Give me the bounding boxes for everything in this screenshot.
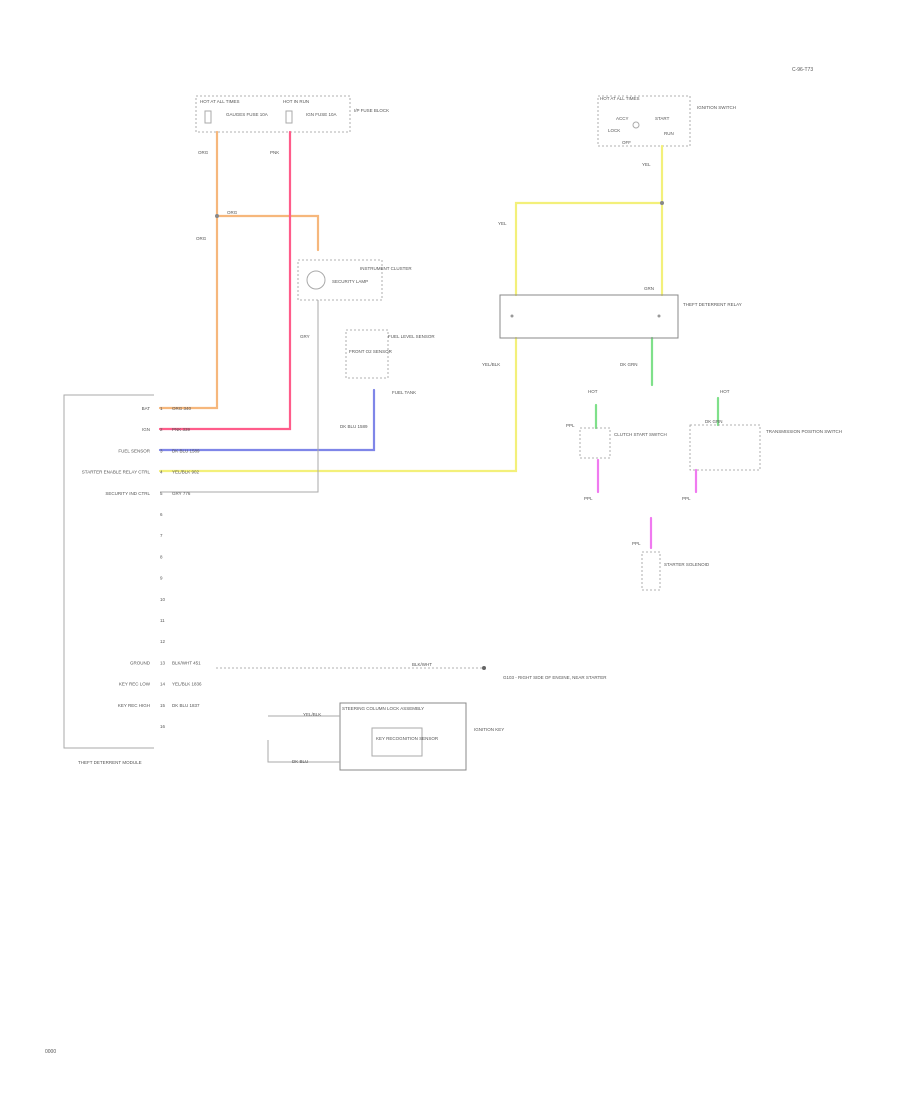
ecm-pin: 3 <box>160 448 163 453</box>
fuse-block: HOT AT ALL TIMES HOT IN RUN GAUGES FUSE … <box>195 95 389 133</box>
key-sensor-label: KEY RECOGNITION SENSOR <box>376 736 439 741</box>
steering-column-lock: STEERING COLUMN LOCK ASSEMBLY KEY RECOGN… <box>267 702 504 771</box>
ecm-wire-label: YEL/BLK 1836 <box>172 682 202 687</box>
ign-term-accy: ACCY <box>616 116 629 121</box>
cluster-label: INSTRUMENT CLUSTER <box>360 266 412 271</box>
ignition-switch-block: HOT AT ALL TIMES IGNITION SWITCH LOCK AC… <box>597 95 736 147</box>
wire-org <box>158 130 219 410</box>
clutch-label: CLUTCH START SWITCH <box>614 432 667 437</box>
ecm-pin: 10 <box>160 597 166 602</box>
ecm-pin-label: BAT <box>142 406 151 411</box>
wl-blu: DK BLU 1589 <box>340 424 368 429</box>
wl-org-left: ORG <box>196 236 207 241</box>
trans-hot: HOT <box>720 389 730 394</box>
ignition-header: HOT AT ALL TIMES <box>600 96 640 101</box>
ground-note: G103 - RIGHT SIDE OF ENGINE, NEAR STARTE… <box>503 675 607 680</box>
ecm-wire-label: DK BLU 1837 <box>172 703 200 708</box>
ecm-pin: 14 <box>160 682 166 687</box>
fuse-right-desc: IGN FUSE 10A <box>306 112 337 117</box>
clutch-switch: HOT PPL CLUTCH START SWITCH PPL <box>566 389 667 501</box>
ecm-pin: 7 <box>160 533 163 538</box>
steer-wire-b: DK BLU <box>292 759 308 764</box>
trans-label: TRANSMISSION POSITION SWITCH <box>766 429 842 434</box>
wl-gry: GRY <box>300 334 310 339</box>
ecm-wire-label: GRY 776 <box>172 491 191 496</box>
ecm-pin: 9 <box>160 576 163 581</box>
wire-blu <box>158 388 376 452</box>
ecm-pin: 8 <box>160 554 163 559</box>
wire-pnk <box>158 130 292 431</box>
security-lamp-label: SECURITY LAMP <box>332 279 368 284</box>
ecm-wire-label: ORG 340 <box>172 406 192 411</box>
ecm-wire-label: DK BLU 1589 <box>172 448 200 453</box>
ecm-pin-label: SECURITY IND CTRL <box>105 491 150 496</box>
ecm-module: 1 BAT ORG 340 2 IGN PNK 339 3 FUEL SENSOR DK BLU… <box>63 394 202 765</box>
fuse-left-desc: GAUGES FUSE 10A <box>226 112 268 117</box>
ecm-pin: 16 <box>160 724 166 729</box>
theft-relay-label: THEFT DETERRENT RELAY <box>683 302 742 307</box>
fuse-right-header: HOT IN RUN <box>283 99 309 104</box>
wl-yel-blk: YEL/BLK <box>482 362 500 367</box>
ground-wire-label: BLK/WHT <box>412 662 432 667</box>
ecm-pin: 15 <box>160 703 166 708</box>
starter-wire: PPL <box>632 541 641 546</box>
ign-term-start: START <box>655 116 670 121</box>
ecm-pin-label: IGN <box>142 427 150 432</box>
fuel-sensor: FRONT O2 SENSOR FUEL LEVEL SENSOR FUEL T… <box>345 329 435 395</box>
ecm-wire-label: BLK/WHT 451 <box>172 660 201 665</box>
wire-gry <box>160 300 319 493</box>
steering-header: STEERING COLUMN LOCK ASSEMBLY <box>342 706 424 711</box>
fuse-block-label: I/P FUSE BLOCK <box>354 108 389 113</box>
fuel-sensor-side: FUEL LEVEL SENSOR <box>388 334 435 339</box>
fuel-tank-label: FUEL TANK <box>392 390 416 395</box>
ecm-pin-label: STARTER ENABLE RELAY CTRL <box>82 470 151 475</box>
ign-term-run: RUN <box>664 131 674 136</box>
ecm-pin: 2 <box>160 427 163 432</box>
wl-org-mid: ORG <box>227 210 238 215</box>
security-lamp: SECURITY LAMP INSTRUMENT CLUSTER <box>297 259 412 301</box>
ign-term-off: OFF <box>622 140 631 145</box>
page-number: 0000 <box>45 1049 56 1055</box>
starter-solenoid: PPL STARTER SOLENOID <box>632 541 710 591</box>
ignition-key-label: IGNITION KEY <box>474 727 504 732</box>
ecm-pin: 12 <box>160 639 166 644</box>
fuel-sensor-inner: FRONT O2 SENSOR <box>349 349 393 354</box>
fuse-left-header: HOT AT ALL TIMES <box>200 99 240 104</box>
ecm-pin-label: GROUND <box>130 660 151 665</box>
ecm-pin: 6 <box>160 512 163 517</box>
clutch-hot: HOT <box>588 389 598 394</box>
clutch-wire-bottom: PPL <box>584 496 593 501</box>
ecm-title: THEFT DETERRENT MODULE <box>78 760 142 765</box>
ecm-pin-label: KEY REC HIGH <box>118 703 150 708</box>
starter-label: STARTER SOLENOID <box>664 562 710 567</box>
wire-yel-branch <box>514 201 664 297</box>
wl-pnk-top: PNK <box>270 150 279 155</box>
trans-wire-top: DK GRN <box>705 419 723 424</box>
ecm-pin: 11 <box>160 618 165 623</box>
ecm-pin: 4 <box>160 470 163 475</box>
steer-wire-a: YEL/BLK <box>303 712 321 717</box>
wl-grn-top: GRN <box>644 286 654 291</box>
ignition-label: IGNITION SWITCH <box>697 105 736 110</box>
ecm-pin-label: KEY REC LOW <box>119 682 151 687</box>
theft-relay: THEFT DETERRENT RELAY <box>499 294 742 339</box>
page-ref: C-96-T73 <box>792 67 813 73</box>
ecm-pin: 1 <box>160 406 163 411</box>
clutch-wire-top: PPL <box>566 423 575 428</box>
trans-switch: HOT DK GRN TRANSMISSION POSITION SWITCH … <box>682 389 842 501</box>
ecm-wire-label: PNK 339 <box>172 427 191 432</box>
wl-yel-top: YEL <box>642 162 651 167</box>
trans-wire-bottom: PPL <box>682 496 691 501</box>
ecm-pin: 5 <box>160 491 163 496</box>
ecm-pin-label: FUEL SENSOR <box>118 448 150 453</box>
ecm-wire-label: YEL/BLK 902 <box>172 470 200 475</box>
wl-dk-grn: DK GRN <box>620 362 638 367</box>
wire-org-branch <box>215 214 320 252</box>
ecm-pin: 13 <box>160 660 166 665</box>
wl-org-top: ORG <box>198 150 209 155</box>
ign-term-lock: LOCK <box>608 128 620 133</box>
wire-yel-blk <box>158 336 518 473</box>
wl-yel-left: YEL <box>498 221 507 226</box>
